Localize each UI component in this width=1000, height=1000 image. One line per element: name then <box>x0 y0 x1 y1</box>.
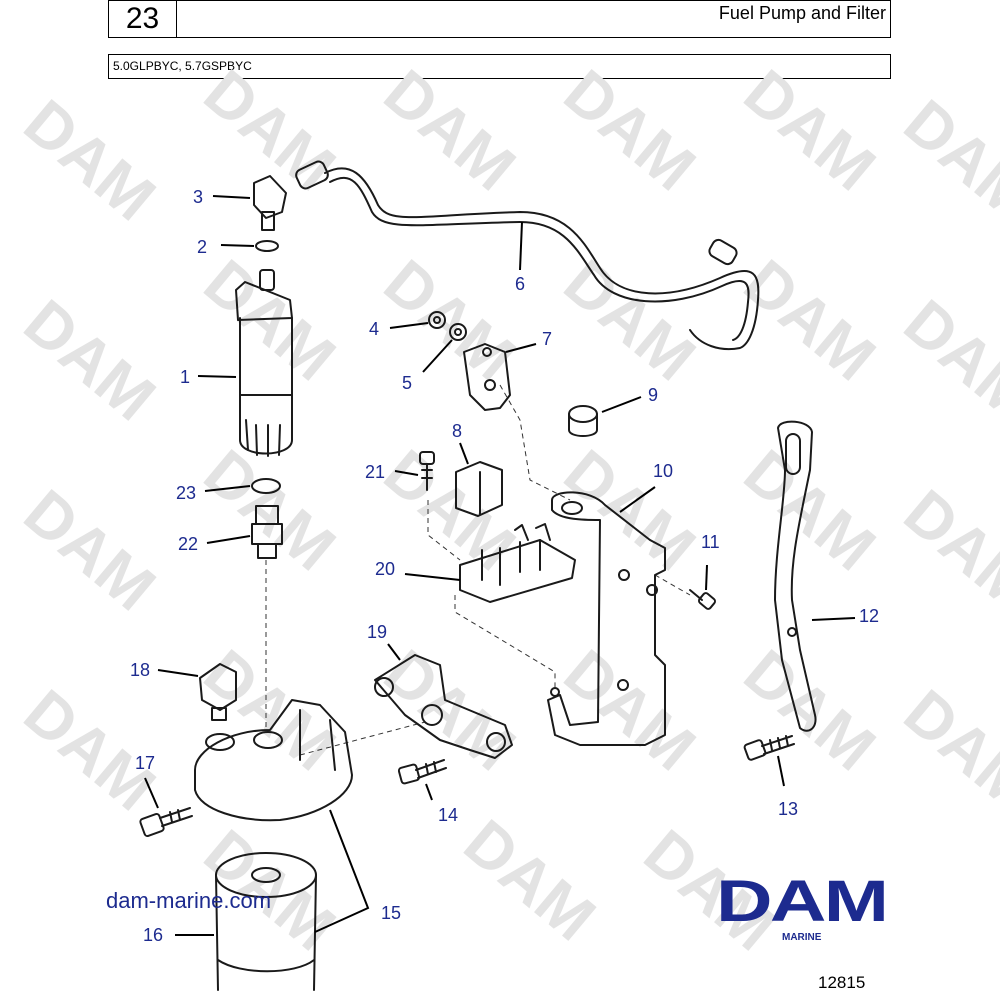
website-url[interactable]: dam-marine.com <box>106 888 272 913</box>
callout-19: 19 <box>367 622 387 642</box>
leader-lines <box>144 195 856 936</box>
svg-text:DAM: DAM <box>891 286 1000 435</box>
o-ring-part-2 <box>255 240 279 252</box>
svg-text:DAM: DAM <box>371 246 529 395</box>
svg-text:DAM: DAM <box>371 56 529 205</box>
callout-20: 20 <box>375 559 395 579</box>
screw-part-11 <box>689 589 716 610</box>
figure-number: 12815 <box>818 973 866 992</box>
svg-text:DAM: DAM <box>731 636 889 785</box>
callout-14: 14 <box>438 805 458 825</box>
callout-7: 7 <box>542 329 552 349</box>
bolt-part-17 <box>139 807 193 838</box>
threaded-fitting-part-22 <box>251 505 283 559</box>
mounting-bracket-part-19 <box>374 654 513 759</box>
callout-8: 8 <box>452 421 462 441</box>
elbow-fitting-part-18 <box>199 663 237 721</box>
strap-part-12 <box>774 420 817 732</box>
clamp-part-7 <box>463 343 511 411</box>
relay-part-8 <box>455 461 503 517</box>
assembly-guide-lines <box>265 384 691 756</box>
callout-3: 3 <box>193 187 203 207</box>
bolt-part-14 <box>397 759 447 785</box>
svg-text:DAM: DAM <box>551 636 709 785</box>
callout-5: 5 <box>402 373 412 393</box>
svg-text:DAM: DAM <box>11 676 169 825</box>
svg-text:DAM: DAM <box>551 56 709 205</box>
section-number: 23 <box>109 1 177 37</box>
page-title: Fuel Pump and Filter <box>718 3 886 23</box>
filter-head-part-15 <box>194 699 353 822</box>
callout-15: 15 <box>381 903 401 923</box>
svg-text:DAM: DAM <box>191 436 349 585</box>
bolt-part-13 <box>743 735 795 761</box>
callout-labels: 3 2 1 23 22 4 5 6 7 9 8 21 10 11 12 20 1… <box>130 187 879 945</box>
callout-12: 12 <box>859 606 879 626</box>
callout-11: 11 <box>701 532 720 552</box>
svg-text:DAM: DAM <box>891 476 1000 625</box>
logo-subtitle: MARINE <box>782 932 822 943</box>
svg-text:DAM: DAM <box>11 286 169 435</box>
callout-13: 13 <box>778 799 798 819</box>
svg-text:DAM: DAM <box>11 86 169 235</box>
grommet-part-9 <box>568 405 598 437</box>
elbow-fitting-part-3 <box>253 175 287 231</box>
callout-10: 10 <box>653 461 673 481</box>
svg-text:DAM: DAM <box>451 806 609 955</box>
svg-text:DAM: DAM <box>891 86 1000 235</box>
callout-16: 16 <box>143 925 163 945</box>
bracket-part-10 <box>547 491 666 746</box>
callout-21: 21 <box>365 462 385 482</box>
svg-text:DAM: DAM <box>551 246 709 395</box>
callout-2: 2 <box>197 237 207 257</box>
callout-18: 18 <box>130 660 150 680</box>
models-box: 5.0GLPBYC, 5.7GSPBYC <box>108 54 891 79</box>
callout-23: 23 <box>176 483 196 503</box>
nut-part-4 <box>428 311 446 329</box>
svg-text:DAM: DAM <box>191 246 349 395</box>
callout-4: 4 <box>369 319 379 339</box>
washer-part-5 <box>449 323 467 341</box>
dam-marine-logo: DAM <box>716 869 889 934</box>
callout-17: 17 <box>135 753 155 773</box>
callout-1: 1 <box>180 367 190 387</box>
svg-text:DAM: DAM <box>191 56 349 205</box>
fuel-pump-part-1 <box>235 269 293 457</box>
o-ring-part-23 <box>251 478 281 494</box>
watermark-pattern: DAM DAM DAM DAM DAM DAM DAM DAM DAM DAM … <box>11 56 1000 965</box>
relay-base-part-20 <box>459 523 576 603</box>
svg-text:DAM: DAM <box>891 676 1000 825</box>
callout-22: 22 <box>178 534 198 554</box>
header-box: 23 Fuel Pump and Filter <box>108 0 891 38</box>
screw-part-21 <box>419 451 435 491</box>
svg-text:DAM: DAM <box>371 636 529 785</box>
callout-6: 6 <box>515 274 525 294</box>
fuel-line-part-6 <box>295 160 760 350</box>
engine-models: 5.0GLPBYC, 5.7GSPBYC <box>113 59 252 73</box>
callout-9: 9 <box>648 385 658 405</box>
svg-text:DAM: DAM <box>11 476 169 625</box>
fuel-filter-part-16 <box>215 852 317 991</box>
svg-text:DAM: DAM <box>731 56 889 205</box>
